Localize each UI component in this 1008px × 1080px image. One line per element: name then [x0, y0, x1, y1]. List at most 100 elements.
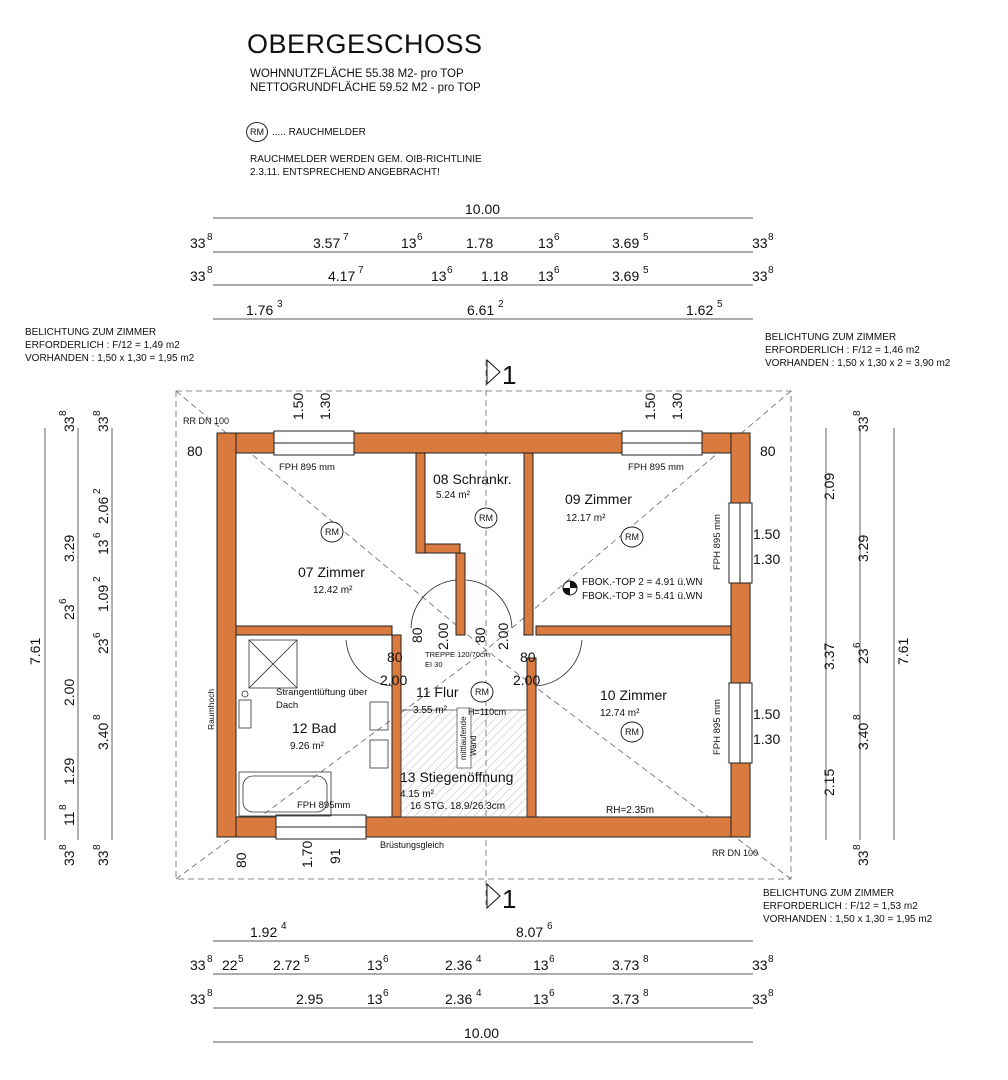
dimension-value: 80	[472, 627, 488, 643]
dimension-value: 5	[304, 954, 310, 965]
dimension-value: 6	[58, 598, 69, 604]
dimension-value: 80	[187, 443, 203, 459]
dimension-value: 23	[95, 638, 111, 654]
dimension-value: 2.00	[435, 623, 451, 650]
dimension-value: 8	[58, 844, 69, 850]
bath-fixtures	[238, 639, 389, 817]
section-marker-bottom: 1	[486, 882, 516, 914]
room-area: 9.26 m²	[290, 741, 325, 752]
dimension-value: 1.50	[753, 526, 780, 542]
lighting-right-line: BELICHTUNG ZUM ZIMMER	[765, 332, 897, 343]
dimension-value: 3	[277, 299, 283, 310]
dimension-value: 3.29	[855, 535, 871, 562]
staircase	[400, 707, 528, 818]
dimension-value: 80	[409, 627, 425, 643]
dimension-value: 3.57	[313, 235, 340, 251]
dimension-value: 6	[92, 632, 103, 638]
dimension-value: 7	[358, 265, 364, 276]
room-name: 07 Zimmer	[298, 564, 365, 580]
dimension-value: 13	[401, 235, 417, 251]
dimension-value: 8	[643, 988, 649, 999]
dimension-value: 8	[852, 714, 863, 720]
floor-level-label: FBOK.-TOP 3 = 5.41 ü.WN	[582, 591, 703, 602]
stair-label: TREPPE 120/70cm	[425, 650, 490, 659]
dimension-value: 10.00	[464, 1025, 499, 1041]
smoke-detector-icon: RM	[479, 513, 493, 523]
rr-label: RR DN 100	[183, 416, 229, 426]
room-area: 12.74 m²	[600, 708, 640, 719]
note-line-2: 2.3.11. ENTSPRECHEND ANGEBRACHT!	[250, 167, 440, 178]
room-area: 12.17 m²	[566, 513, 606, 524]
dimension-value: 6	[549, 988, 555, 999]
dimension-value: 33	[855, 850, 871, 866]
lighting-right-line: VORHANDEN : 1,50 x 1,30 x 2 = 3,90 m2	[765, 358, 951, 369]
note-line-1: RAUCHMELDER WERDEN GEM. OIB-RICHTLINIE	[250, 154, 482, 165]
dimension-value: 7.61	[895, 638, 911, 665]
dimension-value: 2.09	[821, 473, 837, 500]
dimension-value: 3.69	[612, 268, 639, 284]
dimension-value: 80	[520, 649, 536, 665]
dimension-value: 3.40	[855, 723, 871, 750]
dimension-value: 11	[61, 811, 77, 826]
dimension-value: 80	[233, 852, 249, 868]
dimension-value: 33	[61, 416, 77, 432]
lighting-left-line: VORHANDEN : 1,50 x 1,30 = 1,95 m2	[25, 353, 195, 364]
windows	[273, 430, 753, 840]
dimension-value: 8	[58, 410, 69, 416]
plan-annotations: FPH 895 mm FPH 895 mm FPH 895mm FPH 895 …	[183, 416, 758, 858]
dimension-value: 1.76	[246, 302, 273, 318]
dimension-value: 1.30	[753, 731, 780, 747]
room-name: 13 Stiegenöffnung	[400, 769, 513, 785]
dimension-value: 80	[760, 443, 776, 459]
lighting-bottom-line: ERFORDERLICH : F/12 = 1,53 m2	[763, 901, 918, 912]
dimension-value: 8	[643, 954, 649, 965]
dimension-value: 8	[852, 410, 863, 416]
dimension-value: 2.72	[273, 957, 300, 973]
ventilation-label: Dach	[276, 700, 298, 711]
dimension-lines	[44, 217, 895, 1043]
dimension-value: 3.29	[61, 535, 77, 562]
legend-text: ..... RAUCHMELDER	[272, 127, 366, 138]
raumhoch-label: Raumhoch	[206, 689, 216, 730]
dimension-value: 2.00	[61, 679, 77, 706]
dimension-value: 1.29	[61, 758, 77, 785]
dimension-value: 2.00	[513, 672, 540, 688]
smoke-detector-icon: RM	[625, 727, 639, 737]
dimension-value: 3.40	[95, 723, 111, 750]
dimension-value: 33	[61, 850, 77, 866]
fph-label: FPH 895 mm	[279, 462, 335, 473]
dimension-value: 23	[61, 604, 77, 620]
dimension-value: 8	[92, 410, 103, 416]
dimension-value: 1.18	[481, 268, 508, 284]
dimension-value: 33	[190, 957, 206, 973]
dimension-value: 2.00	[495, 623, 511, 650]
dimension-value: 3.37	[821, 643, 837, 670]
dimension-value: 8	[207, 265, 213, 276]
dimension-value: 13	[367, 957, 383, 973]
room-labels: 07 Zimmer 12.42 m² 08 Schrankr. 5.24 m² …	[290, 471, 667, 800]
smoke-detector-icon: RM	[475, 687, 489, 697]
dimension-value: 3.73	[612, 991, 639, 1007]
dimension-value: 1.70	[299, 841, 315, 868]
dimension-value: 1.50	[753, 706, 780, 722]
dimension-value: 8	[768, 954, 774, 965]
dimension-value: 33	[752, 957, 768, 973]
dimension-value: 13	[95, 539, 111, 555]
room-name: 11 Flur	[416, 684, 459, 700]
dimension-value: 7	[343, 232, 349, 243]
legend-row: RM..... RAUCHMELDER	[246, 122, 366, 142]
dimension-value: 1.62	[686, 302, 713, 318]
dimension-value: 3.73	[612, 957, 639, 973]
lighting-bottom-line: VORHANDEN : 1,50 x 1,30 = 1,95 m2	[763, 914, 933, 925]
room-area: 12.42 m²	[313, 585, 353, 596]
dimension-value: 6	[852, 642, 863, 648]
room-area: 4.15 m²	[400, 789, 435, 800]
lighting-right: BELICHTUNG ZUM ZIMMER ERFORDERLICH : F/1…	[765, 331, 950, 370]
dimension-value: 33	[855, 416, 871, 432]
room-name: 08 Schrankr.	[433, 471, 512, 487]
level-icon	[562, 580, 578, 596]
rr-label: RR DN 100	[712, 848, 758, 858]
dimension-value: 7.61	[27, 638, 43, 665]
dimension-value: 33	[190, 991, 206, 1007]
dimension-value: 8	[768, 265, 774, 276]
